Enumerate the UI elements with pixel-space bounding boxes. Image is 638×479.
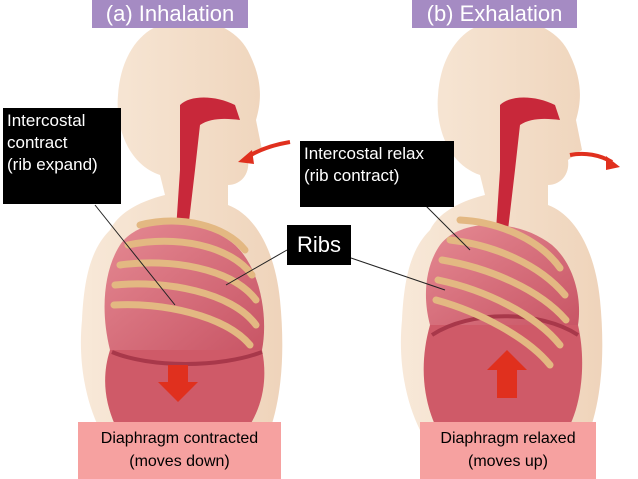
- intercostal-relax-line1: Intercostal relax: [304, 144, 424, 163]
- exhale-arrowhead: [606, 156, 620, 170]
- airway-left: [176, 97, 240, 230]
- ribs-right: [432, 216, 570, 369]
- exhalation-caption-line1: Diaphragm relaxed: [440, 430, 576, 447]
- exhale-air-arrow: [569, 151, 614, 164]
- intercostal-contract-label: Intercostal contract (rib expand): [3, 108, 121, 204]
- diaphragm-left: [111, 350, 263, 366]
- intercostal-contract-line1: Intercostal: [7, 111, 86, 130]
- pointer-lines: [94, 204, 471, 306]
- inhalation-caption-line1: Diaphragm contracted: [100, 430, 259, 447]
- exhalation-title: (b) Exhalation: [412, 0, 577, 28]
- diaphragm-right: [430, 314, 580, 337]
- intercostal-contract-line2: contract: [7, 133, 68, 152]
- exhalation-figure: [400, 19, 620, 430]
- inhalation-title: (a) Inhalation: [92, 0, 248, 28]
- ribs-left: [110, 217, 260, 349]
- diaphragm-up-arrow: [487, 350, 527, 398]
- exhalation-caption: Diaphragm relaxed (moves up): [420, 422, 596, 479]
- intercostal-contract-line3: (rib expand): [7, 155, 98, 174]
- inhalation-caption: Diaphragm contracted (moves down): [78, 422, 281, 479]
- inhalation-caption-line2: (moves down): [129, 453, 230, 470]
- inhalation-figure: [80, 19, 291, 430]
- diaphragm-down-arrow: [158, 365, 198, 402]
- ribs-label: Ribs: [287, 225, 351, 265]
- exhalation-caption-line2: (moves up): [467, 453, 549, 470]
- intercostal-relax-label: Intercostal relax (rib contract): [300, 141, 454, 207]
- airway-right: [496, 97, 560, 230]
- intercostal-relax-line2: (rib contract): [304, 166, 400, 185]
- inhale-arrowhead: [238, 150, 254, 164]
